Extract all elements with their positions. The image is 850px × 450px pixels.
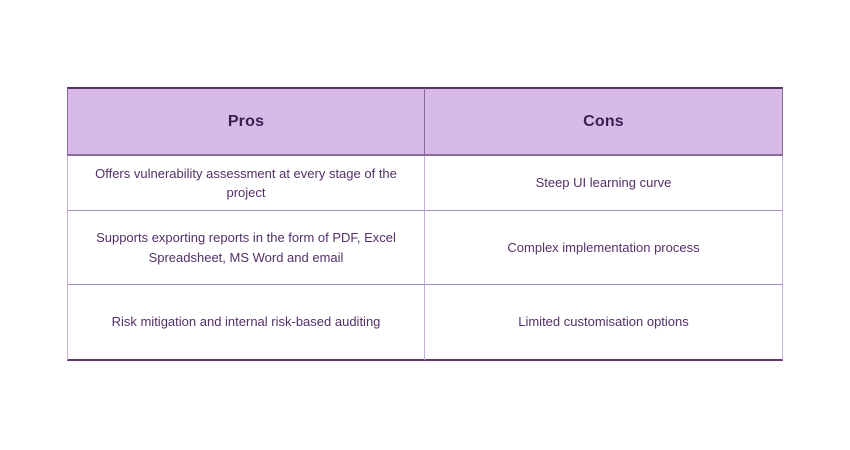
cons-cell-row-3: Limited customisation options xyxy=(425,285,783,361)
pros-cell-row-1: Offers vulnerability assessment at every… xyxy=(67,156,425,211)
pros-header-cell: Pros xyxy=(67,87,425,156)
pros-cell-row-3: Risk mitigation and internal risk-based … xyxy=(67,285,425,361)
cons-header-cell: Cons xyxy=(425,87,783,156)
pros-cons-table: Pros Cons Offers vulnerability assessmen… xyxy=(67,87,783,361)
cons-cell-row-2: Complex implementation process xyxy=(425,211,783,285)
cons-cell-row-1: Steep UI learning curve xyxy=(425,156,783,211)
pros-cell-row-2: Supports exporting reports in the form o… xyxy=(67,211,425,285)
